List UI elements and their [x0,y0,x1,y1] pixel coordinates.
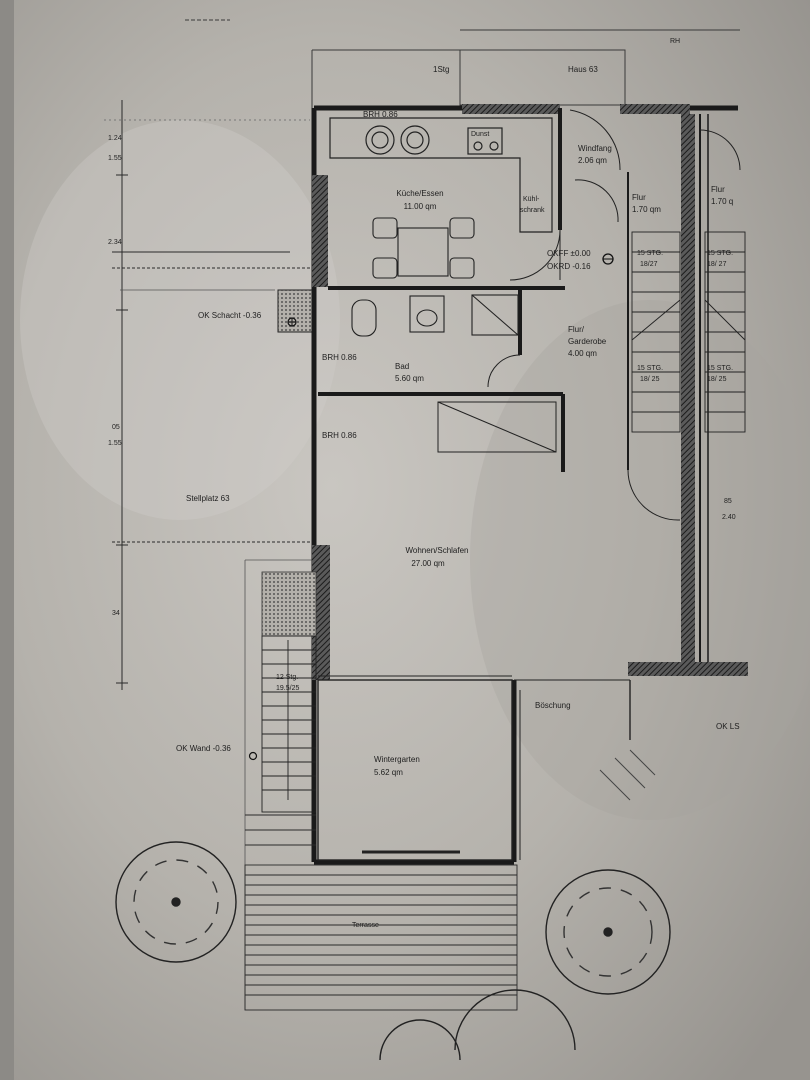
stove-label: Dunst [471,131,490,138]
living-name: Wohnen/Schlafen [405,546,469,555]
bath-name: Bad [395,362,410,371]
stair-ratio-2: 18/ 27 [707,261,727,268]
dining-table [372,217,475,279]
okls-label: OK LS [716,722,740,731]
bathroom-fixtures [351,294,519,337]
entrance-area: 2.06 qm [578,156,607,165]
kitchen-counter [329,117,553,233]
stair-ratio-4: 18/ 25 [707,376,727,383]
dim-3: 2.34 [108,239,122,246]
slope-marks [599,749,656,801]
ext-stairs-ratio: 19.5/25 [276,685,300,692]
tree-icon [115,841,237,963]
door-swings [487,109,741,521]
exterior-landing [261,571,317,637]
hall2-name: Flur [711,185,725,194]
living-area: 27.00 qm [411,559,445,568]
slope-label: Böschung [535,701,571,710]
winter-garden [317,675,513,861]
fridge-label-1: Kühl- [523,196,540,203]
shaft [277,289,313,333]
kitchen-name: Küche/Essen [396,189,444,198]
winter-name: Wintergarten [374,755,420,764]
entrance-name: Windfang [578,144,612,153]
dim-1: 1.24 [108,135,122,142]
brh-living-label: BRH 0.86 [322,431,357,440]
dim-5: 1.55 [108,440,122,447]
hall2-area: 1.70 q [711,197,734,206]
okrd-label: OKRD -0.16 [547,262,591,271]
wall-label: OK Wand -0.36 [176,744,231,753]
house-label: Haus 63 [568,65,598,74]
interior-stairs [631,231,746,433]
cloak-area: 4.00 qm [568,349,597,358]
terrace-decking [244,814,518,1011]
dim-right-b: 2.40 [722,514,736,521]
stair-count-3: 15 STG. [637,365,664,372]
stair-count-4: 15 STG. [707,365,734,372]
cloak-name-2: Garderobe [568,337,607,346]
winter-area: 5.62 qm [374,768,403,777]
brh-top-label: BRH 0.86 [363,110,398,119]
top-stairs-label: 1Stg [433,65,450,74]
parking-label: Stellplatz 63 [186,494,230,503]
stair-ratio-1: 18/27 [640,261,658,268]
level-marker-icon [248,751,258,761]
okff-label: OKFF ±0.00 [547,249,591,258]
fridge-label-2: schrank [520,207,545,214]
hall1-name: Flur [632,193,646,202]
cloak-name: Flur/ [568,325,584,334]
hatched-walls [312,104,748,680]
stair-count-2: 15 STG. [707,250,734,257]
kitchen-area: 11.00 qm [403,202,437,211]
stair-count-1: 15 STG. [637,250,664,257]
brh-bath-label: BRH 0.86 [322,353,357,362]
dimension-line-left [104,100,310,690]
dim-6: 34 [112,610,120,617]
tree-icon [379,989,576,1061]
dim-right-a: 85 [724,498,732,505]
hall1-area: 1.70 qm [632,205,661,214]
ext-stairs-count: 12 Stg. [276,674,299,681]
terrace-label: Terrasse [352,922,379,929]
corner-label: RH [670,38,681,45]
shaft-label: OK Schacht -0.36 [198,311,262,320]
paper-background [14,0,810,1080]
exterior-stairs [261,635,317,813]
interior-walls [318,108,629,472]
dim-2: 1.55 [108,155,122,162]
wardrobe [437,401,557,453]
dim-4: 05 [112,424,120,431]
bath-area: 5.60 qm [395,374,424,383]
stair-ratio-3: 18/ 25 [640,376,660,383]
tree-icon [545,869,671,995]
top-outline [185,19,740,108]
